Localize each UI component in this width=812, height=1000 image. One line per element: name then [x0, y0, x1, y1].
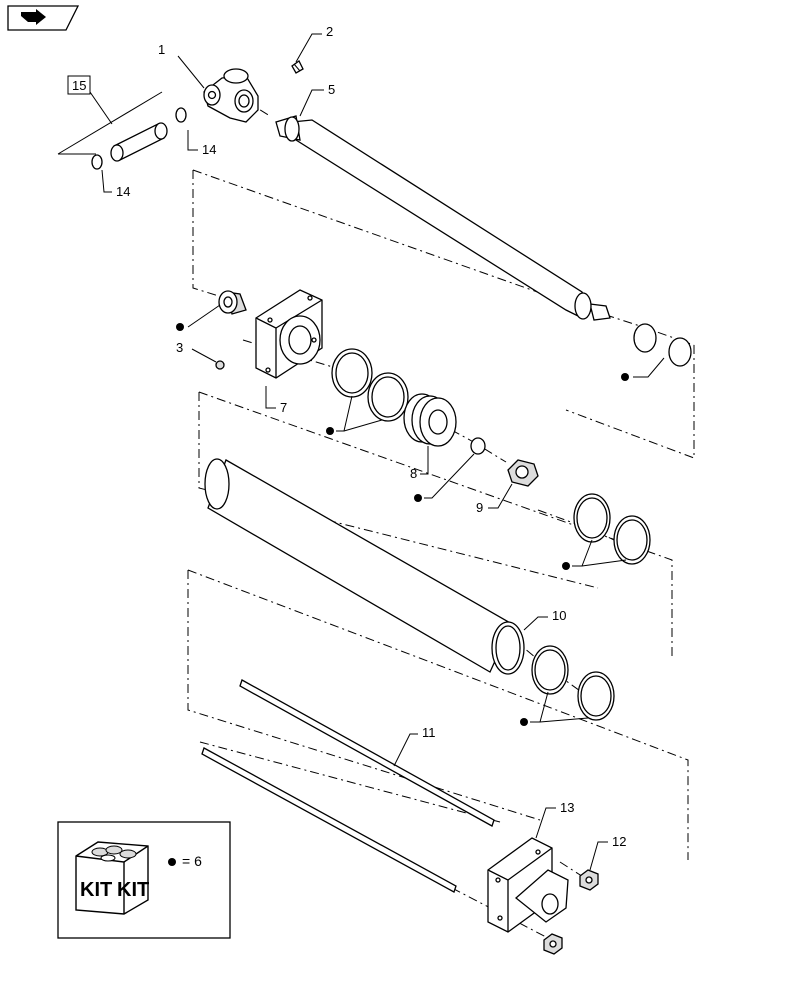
part-small-screw: [215, 360, 225, 370]
next-page-button[interactable]: [7, 5, 80, 31]
part-pin: [57, 91, 187, 170]
part-gland-head: [255, 289, 323, 379]
part-clevis: [203, 68, 259, 123]
kit-dot: [621, 373, 629, 381]
part-tie-rods: [201, 679, 495, 893]
part-bushing: [218, 290, 247, 315]
callout-10: 10: [552, 608, 566, 623]
callout-13: 13: [560, 800, 574, 815]
part-set-screw: [291, 60, 304, 74]
part-nut: [507, 459, 539, 487]
kit-box-text-left: KIT: [80, 879, 112, 901]
part-cap-end: [487, 837, 569, 933]
part-rod: [275, 115, 611, 321]
kit-dot: [562, 562, 570, 570]
callout-2: 2: [326, 24, 333, 39]
assembly-guide-lines: [187, 99, 695, 939]
next-page-arrow-icon: [21, 9, 46, 25]
callout-labels: 1 2 5 14 14 3 7 8 9 10 11 13 12: [116, 24, 626, 849]
part-piston-seals: [573, 493, 651, 565]
callout-11: 11: [422, 725, 436, 740]
kit-marker-dots: [176, 323, 629, 726]
part-barrel-seals: [531, 645, 615, 721]
callout-8: 8: [410, 466, 417, 481]
kit-dot: [176, 323, 184, 331]
callout-1: 1: [158, 42, 165, 57]
part-snap-ring: [470, 437, 486, 455]
callout-12: 12: [612, 834, 626, 849]
kit-dot: [326, 427, 334, 435]
part-barrel-tube: [204, 458, 525, 675]
part-o-rings-head: [331, 348, 409, 422]
part-cap-nuts: [543, 869, 599, 955]
part-piston: [403, 393, 457, 447]
callout-7: 7: [280, 400, 287, 415]
kit-dot: [414, 494, 422, 502]
callout-3: 3: [176, 340, 183, 355]
callout-14-upper: 14: [202, 142, 216, 157]
callout-14-lower: 14: [116, 184, 130, 199]
kit-legend-equals: = 6: [182, 853, 202, 869]
kit-legend-dot: [168, 858, 176, 866]
callout-9: 9: [476, 500, 483, 515]
kit-legend: KIT KIT = 6: [57, 821, 231, 939]
callout-5: 5: [328, 82, 335, 97]
callout-leaders: [101, 33, 665, 871]
part-seals-rod-end: [633, 323, 692, 367]
callout-15: 15: [72, 78, 86, 93]
kit-dot: [520, 718, 528, 726]
kit-box-text-right: KIT: [117, 879, 149, 901]
kit-box-icon: KIT KIT: [75, 841, 149, 915]
callout-15-box: 15: [67, 75, 113, 125]
